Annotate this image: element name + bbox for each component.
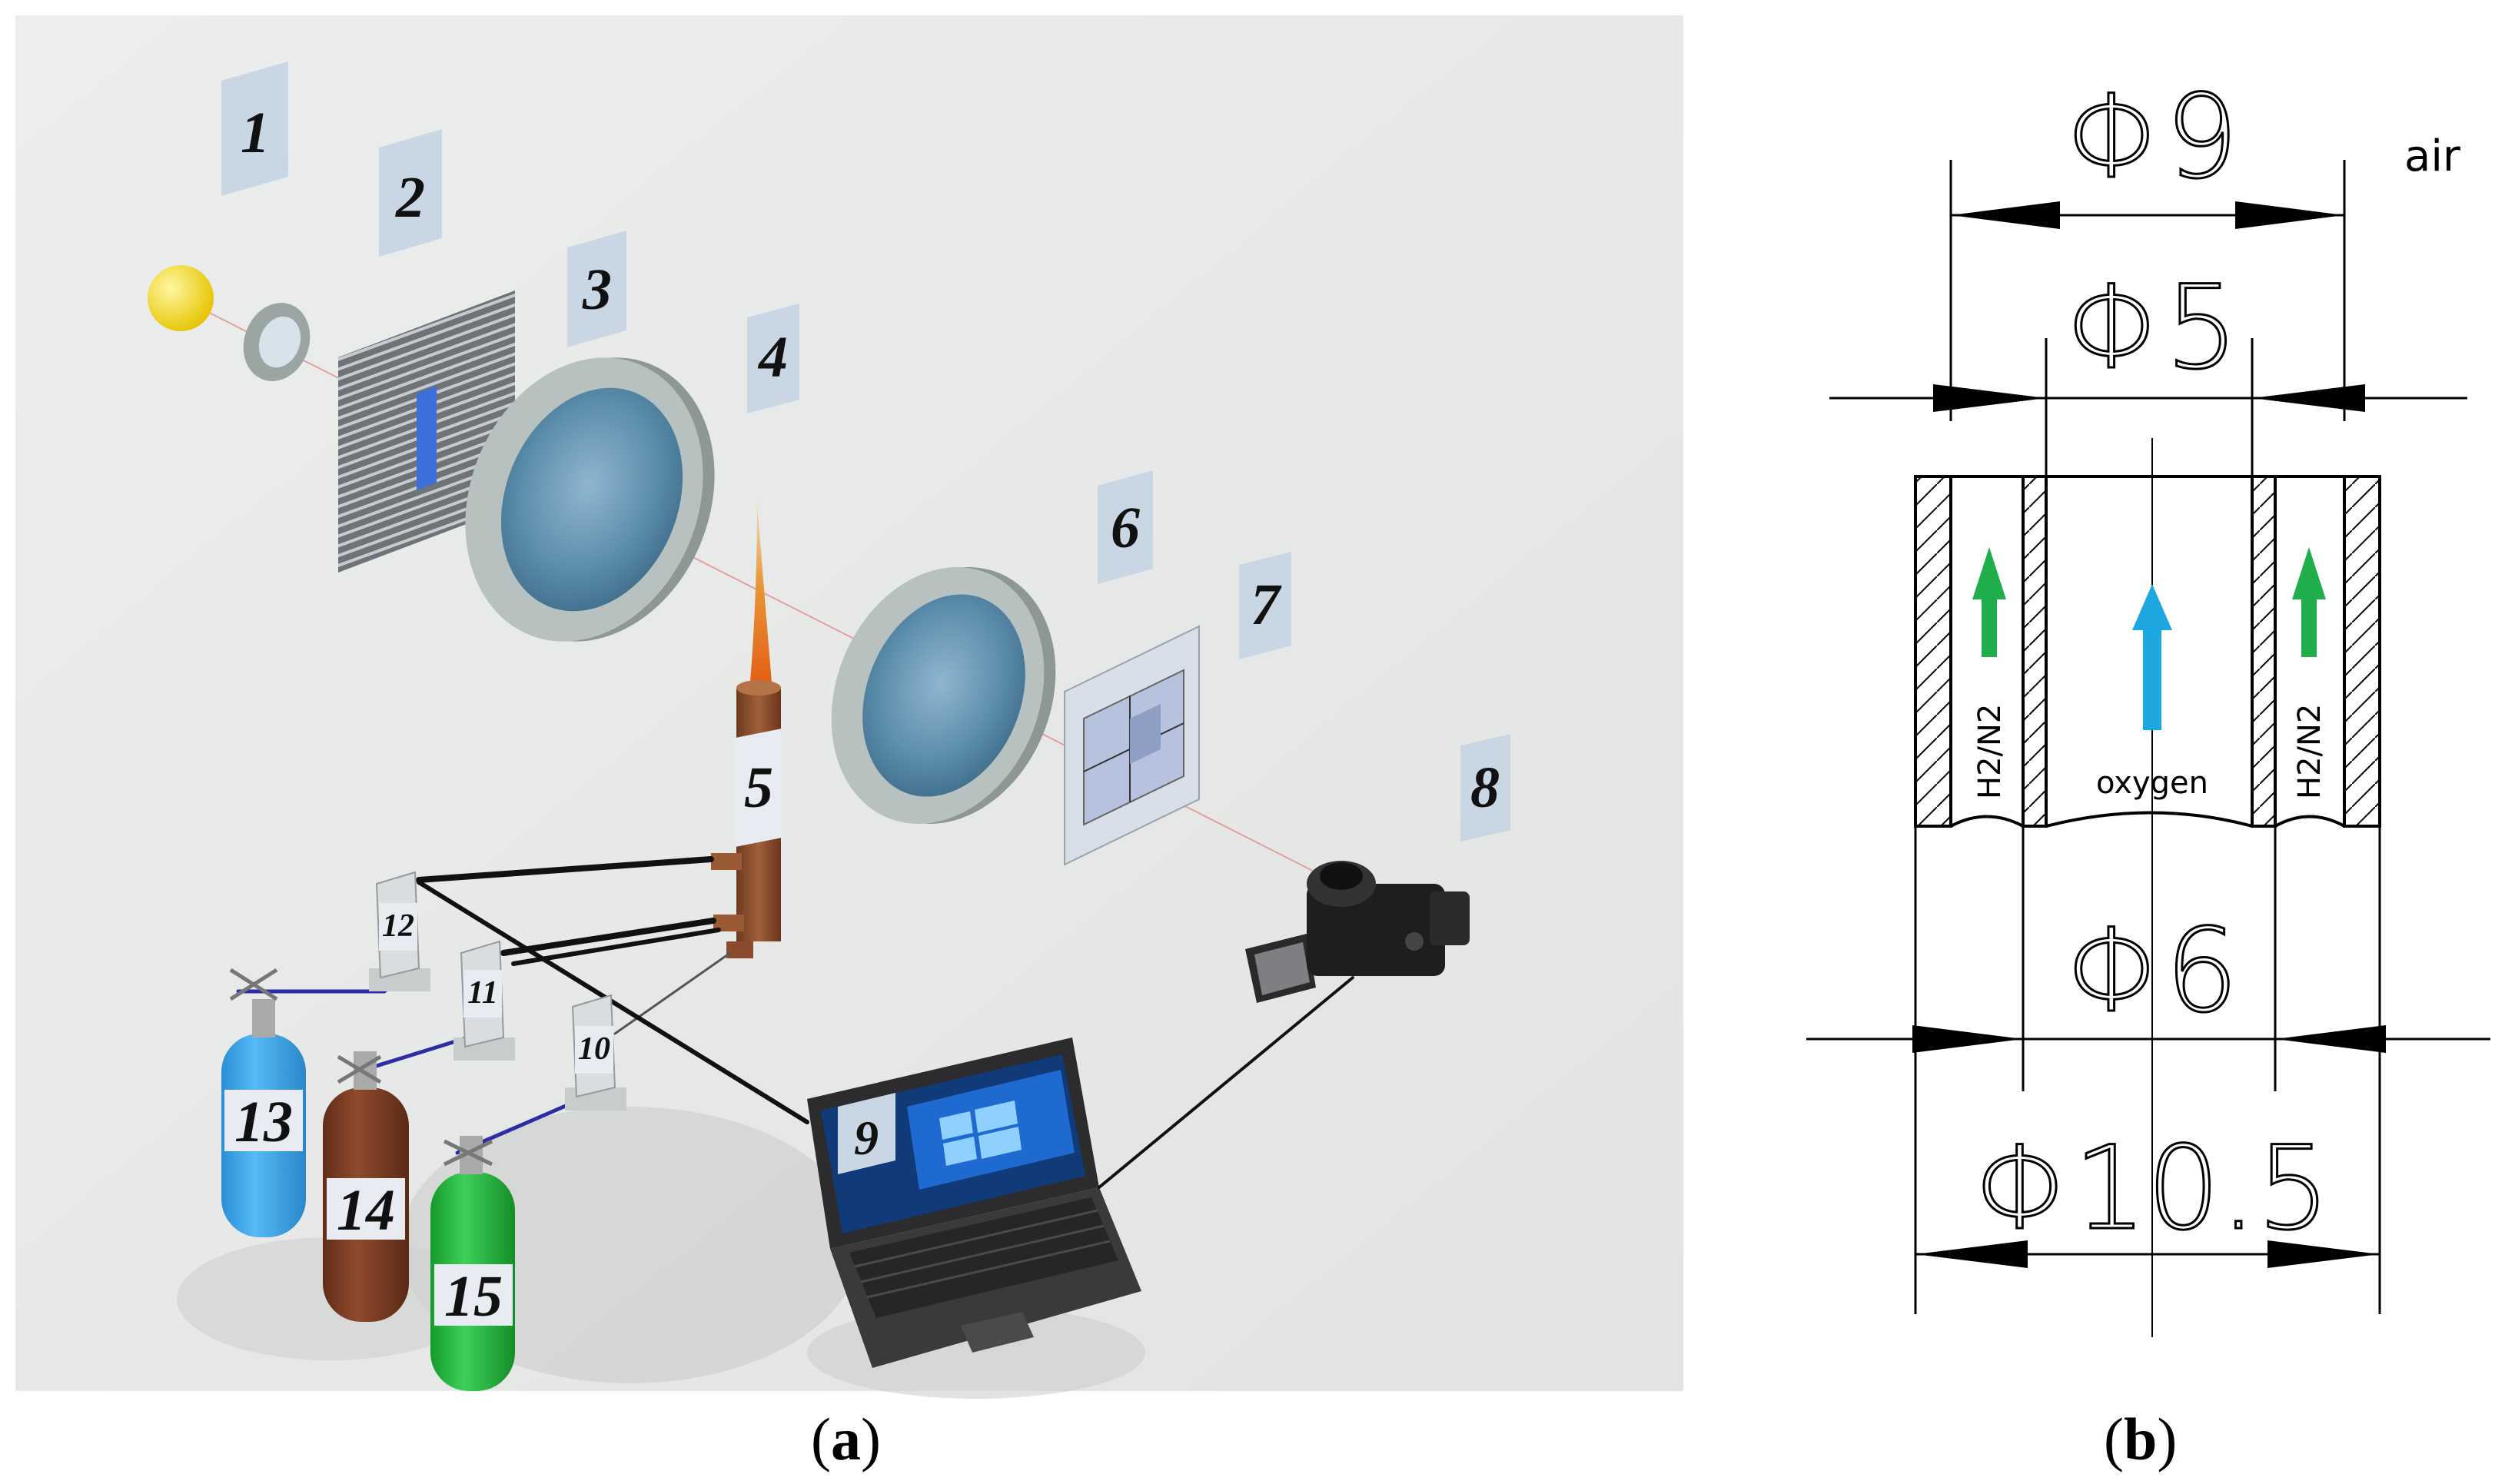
label-10: 10 — [578, 1031, 610, 1067]
label-7: 7 — [1251, 573, 1282, 637]
caption-paren: ) — [2157, 1406, 2178, 1472]
caption-paren: ( — [811, 1406, 831, 1472]
condenser-lens — [243, 303, 311, 381]
laptop — [807, 1037, 1141, 1368]
label-8: 8 — [1470, 755, 1500, 820]
label-6: 6 — [1111, 496, 1140, 560]
valve-icon — [443, 1139, 493, 1167]
label-12: 12 — [382, 908, 414, 944]
label-fuel-right: H2/N2 — [2292, 704, 2327, 799]
label-oxygen: oxygen — [2096, 765, 2208, 801]
panel-a-setup-diagram: 1 2 3 4 5 6 7 — [15, 15, 1683, 1399]
label-card: 1 — [221, 61, 288, 196]
label-5: 5 — [744, 755, 773, 820]
camera — [1245, 861, 1470, 1003]
label-card: 14 — [327, 1178, 405, 1243]
dim-inner-bottom: Φ6 — [2066, 905, 2239, 1038]
caption-b: (b) — [2104, 1405, 2177, 1474]
label-9: 9 — [854, 1111, 879, 1165]
label-card: 12 — [379, 903, 417, 951]
inner-wall-right — [2251, 475, 2277, 828]
component-labels: 1 2 3 4 5 6 7 — [221, 61, 1510, 1329]
label-card: 11 — [463, 970, 502, 1018]
label-card: 8 — [1460, 734, 1510, 842]
caption-letter: a — [830, 1406, 861, 1472]
label-card: 4 — [747, 304, 799, 413]
label-card: 6 — [1098, 470, 1153, 584]
nozzle-cross-section — [1914, 438, 2381, 1337]
windows-logo-icon — [939, 1101, 1022, 1166]
dim-outer-bottom: Φ10.5 — [1974, 1122, 2330, 1256]
label-card: 9 — [838, 1093, 895, 1174]
label-4: 4 — [757, 325, 788, 390]
schlieren-lens-2 — [831, 567, 1056, 824]
label-card: 5 — [736, 729, 782, 847]
label-1: 1 — [241, 101, 270, 165]
flow-arrow-right — [2292, 547, 2326, 657]
flame — [749, 503, 772, 692]
caption-letter: b — [2123, 1406, 2158, 1472]
caption-a: (a) — [811, 1405, 881, 1474]
caption-paren: ) — [860, 1406, 881, 1472]
label-14: 14 — [337, 1178, 395, 1243]
outer-wall-right — [2343, 475, 2381, 828]
label-11: 11 — [467, 975, 498, 1011]
label-card: 3 — [567, 231, 626, 347]
dim-outer-top: Φ9 — [2066, 71, 2239, 204]
outer-wall-left — [1914, 475, 1952, 828]
label-card: 2 — [379, 129, 442, 257]
light-source-bulb — [148, 265, 214, 331]
label-13: 13 — [234, 1090, 293, 1154]
label-fuel-left: H2/N2 — [1972, 704, 2008, 799]
label-air: air — [2404, 131, 2461, 181]
inner-wall-left — [2022, 475, 2048, 828]
panel-b-labels: Φ9 Φ5 Φ6 Φ10.5 air oxygen H2/N2 H2/N2 — [1972, 70, 2461, 1257]
label-2: 2 — [395, 165, 425, 230]
schlieren-lens-1 — [465, 357, 715, 642]
label-3: 3 — [582, 257, 612, 322]
flow-arrow-center — [2132, 584, 2172, 730]
label-card: 13 — [224, 1090, 303, 1154]
valve-icon — [337, 1054, 382, 1084]
label-card: 10 — [575, 1026, 613, 1074]
label-card: 7 — [1239, 552, 1291, 659]
knife-edge-screen — [1064, 625, 1200, 866]
label-15: 15 — [444, 1264, 503, 1329]
label-card: 15 — [434, 1264, 513, 1329]
dim-inner-top: Φ5 — [2066, 261, 2239, 395]
flow-arrow-left — [1972, 547, 2006, 657]
panel-b-nozzle-drawing — [1806, 160, 2490, 1337]
valve-icon — [229, 968, 278, 1001]
caption-paren: ( — [2104, 1406, 2124, 1472]
